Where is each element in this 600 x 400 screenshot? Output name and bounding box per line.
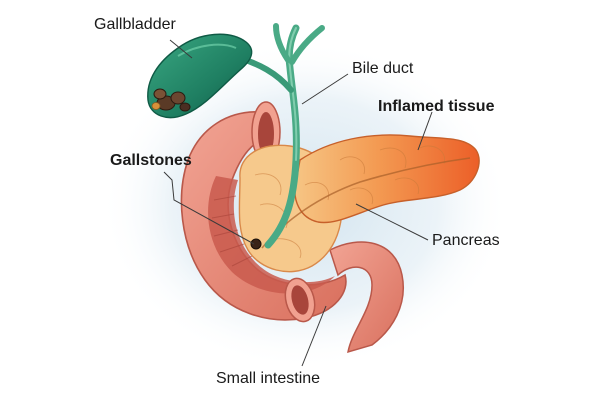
small-intestine-loop [329,241,404,354]
leader-lines [163,39,433,367]
label-gallbladder: Gallbladder [94,16,176,33]
label-small-intestine: Small intestine [216,370,321,387]
hepatic-duct-right [289,25,325,65]
hepatic-duct-left [273,23,291,63]
gallstones-cluster [151,88,191,112]
label-gallstones: Gallstones [110,152,192,169]
label-pancreas: Pancreas [432,232,500,249]
label-inflamed-tissue: Inflamed tissue [378,98,495,115]
label-bile-duct: Bile duct [352,60,414,77]
pancreas-body-tail [294,134,480,224]
lodged-gallstone [250,238,262,250]
duodenum-lumen [208,176,335,294]
